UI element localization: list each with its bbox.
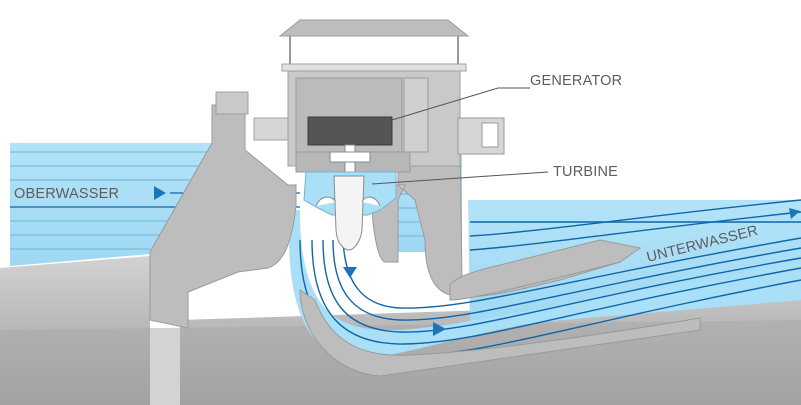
dam-structure [149,104,297,329]
turbine-blades [315,196,381,207]
leader-lines [371,87,549,185]
generator [307,116,393,146]
headwater-label: OBERWASSER [14,186,119,202]
turbine-label: TURBINE [553,164,618,180]
draft-arrow-down [343,267,357,278]
draft-tube-floor [299,289,701,377]
tailwater-arrow-right [789,208,800,219]
powerhouse [215,19,505,173]
shaft-collar [329,151,371,163]
tailwater-arrow-mid [433,322,446,336]
turbine-runner [333,175,365,251]
generator-label: GENERATOR [530,73,622,89]
tailwater-wall [449,239,642,301]
headwater-arrow [154,186,166,200]
